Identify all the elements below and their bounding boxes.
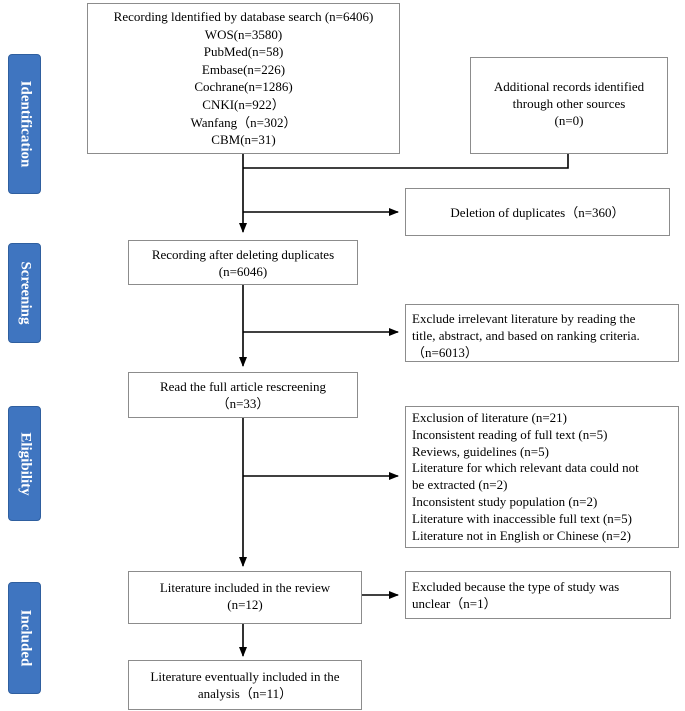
phase-included: Included <box>8 582 41 694</box>
fulltext-exclusion-line: Reviews, guidelines (n=5) <box>412 443 549 459</box>
phase-included-label: Included <box>17 609 33 667</box>
other-sources-line: (n=0) <box>554 113 584 129</box>
connector-other-sources <box>243 154 569 169</box>
fulltext-exclusion-line: Literature for which relevant data could… <box>412 460 639 476</box>
final-included-line: analysis（n=11） <box>197 686 293 702</box>
screening-exclusion-line: title, abstract, and based on ranking cr… <box>412 328 640 344</box>
other-sources-line: through other sources <box>512 96 626 112</box>
included-review-line: Literature included in the review <box>159 580 331 595</box>
duplicates-removed-box: Deletion of duplicates（n=360） <box>405 188 670 236</box>
included-review-box: Literature included in the review (n=12) <box>128 571 362 624</box>
phase-screening: Screening <box>8 243 41 343</box>
db-line: CNKI(n=922） <box>202 96 285 112</box>
db-line: Cochrane(n=1286) <box>194 79 293 95</box>
full-text-line: Read the full article rescreening <box>159 379 327 394</box>
phase-screening-label: Screening <box>17 261 33 325</box>
phase-eligibility-label: Eligibility <box>17 431 33 496</box>
fulltext-exclusion-line: Literature not in English or Chinese (n=… <box>412 527 631 543</box>
included-review-line: (n=12) <box>227 597 263 613</box>
final-included-line: Literature eventually included in the <box>150 669 340 684</box>
db-line: Recording ldentified by database search … <box>113 9 374 24</box>
excluded-unclear-line: unclear（n=1） <box>412 596 497 612</box>
full-text-line: （n=33） <box>216 396 270 412</box>
excluded-unclear-line: Excluded because the type of study was <box>412 579 620 594</box>
fulltext-exclusion-line: be extracted (n=2) <box>412 477 508 493</box>
db-line: PubMed(n=58) <box>203 44 284 60</box>
other-sources-box: Additional records identified through ot… <box>470 57 668 154</box>
fulltext-exclusion-line: Literature with inaccessible full text (… <box>412 510 632 526</box>
excluded-unclear-box: Excluded because the type of study was u… <box>405 571 671 619</box>
duplicates-removed-text: Deletion of duplicates（n=360） <box>450 205 625 220</box>
phase-identification-label: Identification <box>17 80 33 168</box>
db-line: CBM(n=31) <box>211 132 276 148</box>
db-line: WOS(n=3580) <box>204 26 283 42</box>
fulltext-exclusion-line: Exclusion of literature (n=21) <box>412 410 567 425</box>
database-search-box: Recording ldentified by database search … <box>87 3 400 154</box>
db-line: Wanfang（n=302） <box>190 114 297 130</box>
screening-exclusion-line: （n=6013） <box>412 345 478 361</box>
after-dedup-box: Recording after deleting duplicates (n=6… <box>128 240 358 285</box>
final-included-box: Literature eventually included in the an… <box>128 660 362 710</box>
screening-exclusion-box: Exclude irrelevant literature by reading… <box>405 304 679 362</box>
fulltext-exclusion-line: Inconsistent reading of full text (n=5) <box>412 426 608 442</box>
screening-exclusion-line: Exclude irrelevant literature by reading… <box>412 311 636 326</box>
after-dedup-line: (n=6046) <box>218 264 268 280</box>
phase-identification: Identification <box>8 54 41 194</box>
fulltext-exclusion-box: Exclusion of literature (n=21) Inconsist… <box>405 406 679 548</box>
db-line: Embase(n=226) <box>201 61 286 77</box>
full-text-box: Read the full article rescreening （n=33） <box>128 372 358 418</box>
fulltext-exclusion-line: Inconsistent study population (n=2) <box>412 493 598 509</box>
other-sources-line: Additional records identified <box>493 79 645 94</box>
after-dedup-line: Recording after deleting duplicates <box>151 247 335 262</box>
phase-eligibility: Eligibility <box>8 406 41 521</box>
